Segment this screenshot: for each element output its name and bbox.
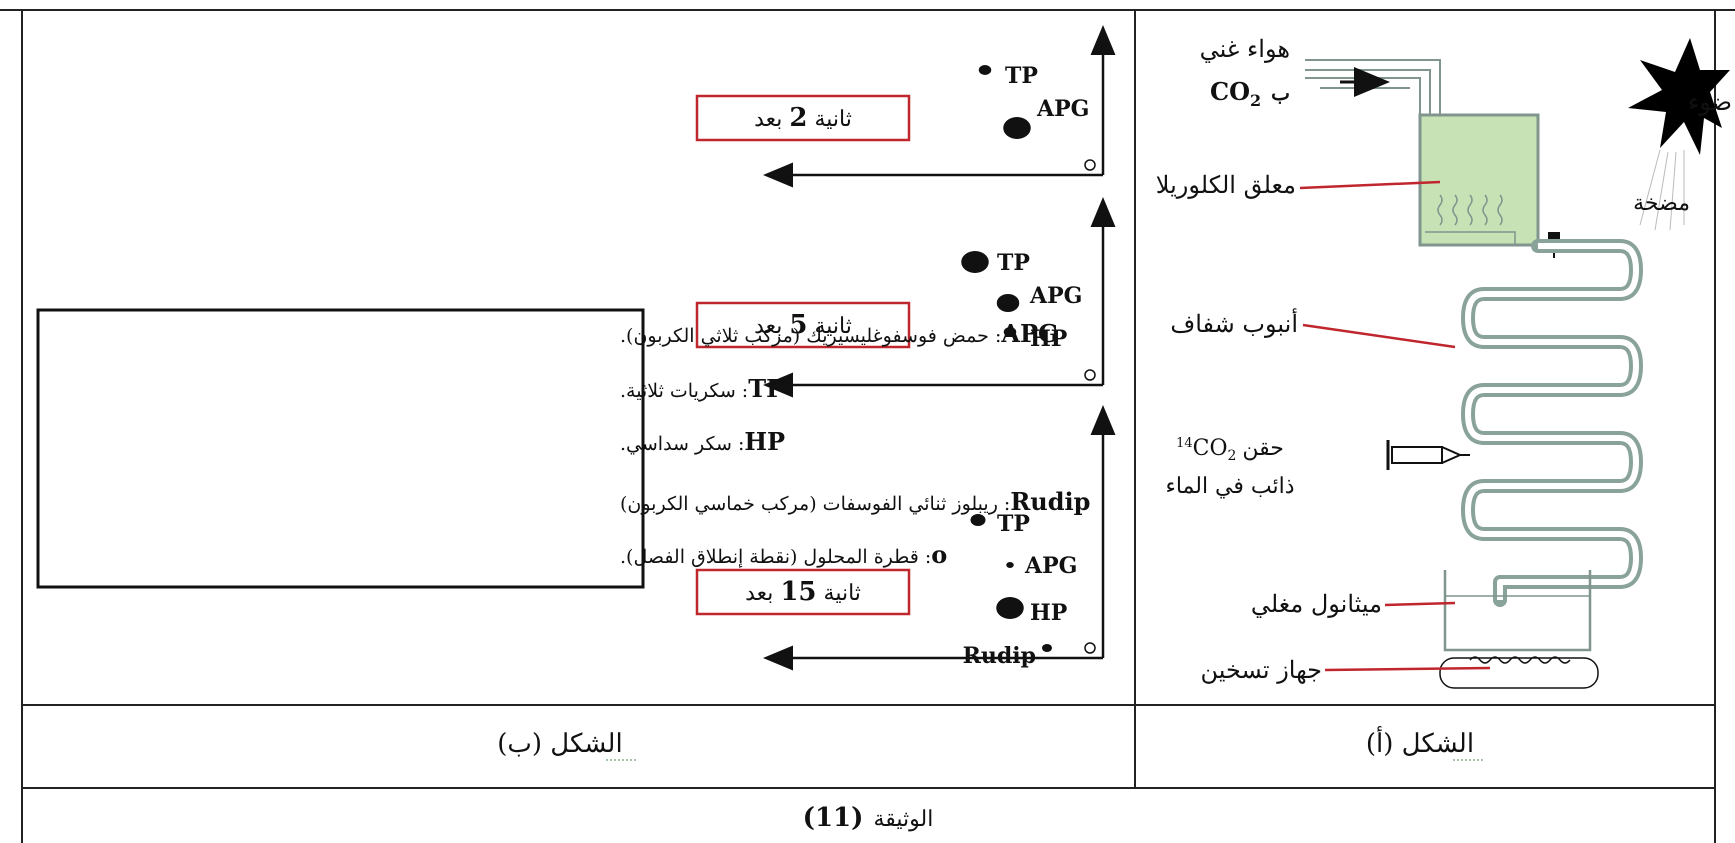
legend-abbr: o bbox=[931, 540, 947, 569]
legend-text: : سكريات ثلاثية. bbox=[620, 380, 748, 402]
pump-icon bbox=[1548, 232, 1560, 242]
spot-hp bbox=[1003, 327, 1017, 337]
chlorella-label: معلق الكلوريلا bbox=[1156, 171, 1296, 199]
time-value: 2 bbox=[789, 103, 807, 133]
air-label-line1: هواء غني bbox=[1200, 35, 1290, 63]
time-label: ثانية 2 بعد bbox=[754, 103, 852, 133]
light-label: ضوء bbox=[1688, 88, 1732, 116]
transparent-tube bbox=[1461, 239, 1643, 607]
light-rays bbox=[1639, 149, 1685, 231]
spot-label-rudip: Rudip bbox=[963, 643, 1036, 669]
tube-label: أنبوب شفاف bbox=[1170, 307, 1298, 338]
time-box bbox=[695, 568, 911, 616]
time-box bbox=[695, 301, 911, 349]
heater-coil bbox=[1439, 656, 1599, 689]
time-value: 5 bbox=[789, 310, 807, 340]
spot-hp bbox=[996, 597, 1024, 619]
document-word: الوثيقة bbox=[873, 807, 933, 832]
syringe-icon bbox=[1386, 440, 1470, 470]
legend-text: : حمض فوسفوغليسيريك (مركب ثلاثي الكربون)… bbox=[620, 325, 1001, 347]
injection-co2: CO bbox=[1193, 436, 1228, 461]
spot-tp bbox=[970, 514, 986, 526]
injection-word: حقن bbox=[1242, 436, 1283, 461]
time-unit: ثانية bbox=[807, 107, 851, 132]
chlorella-flask bbox=[1418, 113, 1540, 247]
spot-label-hp: HP bbox=[1030, 326, 1067, 352]
legend-text: : سكر سداسي. bbox=[620, 433, 744, 455]
document-title: (11) الوثيقة bbox=[803, 803, 934, 833]
time-value: 15 bbox=[780, 577, 816, 607]
spot-label-tp: TP bbox=[997, 511, 1030, 537]
spot-label-tp: TP bbox=[1005, 63, 1038, 89]
time-word: بعد bbox=[754, 314, 789, 339]
air-co2-subscript: 2 bbox=[1250, 91, 1261, 110]
document-number: (11) bbox=[803, 803, 864, 833]
legend-item-hp: HP: سكر سداسي. bbox=[620, 427, 785, 456]
spot-apg bbox=[996, 294, 1020, 312]
label-pointers bbox=[1299, 180, 1491, 672]
spot-label-hp: HP bbox=[1030, 600, 1067, 626]
time-box bbox=[695, 94, 911, 142]
legend-text: : ريبلوز ثنائي الفوسفات (مركب خماسي الكر… bbox=[620, 493, 1010, 515]
time-unit: ثانية bbox=[817, 581, 861, 606]
injection-co2-subscript: 2 bbox=[1228, 448, 1237, 464]
time-label: ثانية 5 بعد bbox=[754, 310, 852, 340]
time-word: بعد bbox=[745, 581, 780, 606]
time-word: بعد bbox=[754, 107, 789, 132]
legend-text: : قطرة المحلول (نقطة إنطلاق الفصل). bbox=[620, 546, 931, 568]
spot-tp bbox=[978, 65, 992, 75]
light-burst-icon bbox=[1628, 38, 1730, 155]
pump-label: مضخة bbox=[1633, 191, 1690, 216]
heater-label: جهاز تسخين bbox=[1200, 656, 1322, 684]
legend-abbr: TP bbox=[748, 374, 784, 403]
time-unit: ثانية bbox=[807, 314, 851, 339]
spot-label-tp: TP bbox=[997, 250, 1030, 276]
chromatogram-panel-2s: ثانية 2 بعد TP APG bbox=[695, 25, 1116, 188]
injection-co2-superscript: 14 bbox=[1176, 436, 1193, 451]
spot-apg bbox=[1003, 117, 1031, 139]
origin-drop-marker bbox=[1084, 159, 1096, 171]
origin-drop-marker bbox=[1084, 642, 1096, 654]
air-prefix: ب bbox=[1271, 81, 1290, 105]
chromatogram-panel-15s: ثانية 15 بعد TP APG HP Rudip bbox=[695, 405, 1116, 671]
air-co2: CO bbox=[1210, 77, 1250, 106]
legend-abbr: Rudip bbox=[1010, 487, 1090, 516]
methanol-label: ميثانول مغلي bbox=[1251, 590, 1382, 618]
legend-item-tp: TP: سكريات ثلاثية. bbox=[620, 374, 784, 403]
injection-label-line2: ذائب في الماء bbox=[1165, 474, 1294, 499]
figure-b-caption: الشكل (ب) bbox=[497, 729, 622, 759]
legend-item-rudip: Rudip: ريبلوز ثنائي الفوسفات (مركب خماسي… bbox=[620, 487, 1090, 516]
spot-label-apg: APG bbox=[1036, 96, 1089, 122]
legend-box: APG: حمض فوسفوغليسيريك (مركب ثلاثي الكرب… bbox=[36, 308, 1090, 589]
methanol-beaker bbox=[1443, 570, 1592, 652]
origin-drop-marker bbox=[1084, 369, 1096, 381]
spot-label-apg: APG bbox=[1029, 283, 1082, 309]
legend-item-o: o: قطرة المحلول (نقطة إنطلاق الفصل). bbox=[620, 540, 947, 569]
injection-label-line1: 14CO2 حقن bbox=[1176, 436, 1284, 464]
legend-abbr: APG bbox=[1000, 319, 1058, 348]
table-frame bbox=[0, 9, 1735, 843]
legend-abbr: HP bbox=[744, 427, 785, 456]
spot-rudip bbox=[1042, 644, 1052, 652]
time-label: ثانية 15 بعد bbox=[745, 577, 861, 607]
spot-tp bbox=[961, 251, 989, 273]
spot-label-apg: APG bbox=[1024, 553, 1077, 579]
legend-item-apg: APG: حمض فوسفوغليسيريك (مركب ثلاثي الكرب… bbox=[620, 319, 1059, 348]
spot-apg bbox=[1006, 562, 1014, 568]
figure-a-caption: الشكل (أ) bbox=[1366, 725, 1474, 759]
